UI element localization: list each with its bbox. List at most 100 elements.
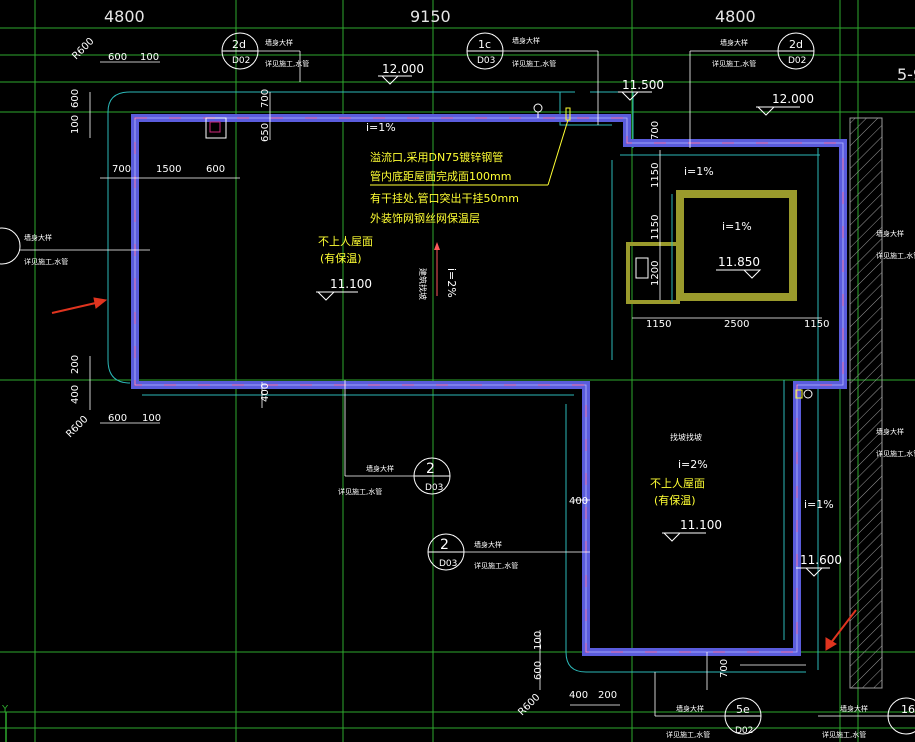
svg-text:D03: D03 xyxy=(477,56,495,66)
svg-text:墙身大样: 墙身大样 xyxy=(676,704,704,713)
axis-dim-3: 4800 xyxy=(715,7,756,26)
roof-label-1-line-2: (有保温) xyxy=(320,251,362,265)
svg-text:1c: 1c xyxy=(478,38,491,51)
svg-text:详见施工,水管: 详见施工,水管 xyxy=(822,730,866,739)
slope-3: i=1% xyxy=(722,220,752,233)
detail-bubbles: 2d D02 墙身大样 详见施工,水管 1c D03 墙身大样 详见施工,水管 … xyxy=(221,32,915,739)
detail-bubble-2: 1c D03 墙身大样 详见施工,水管 xyxy=(466,32,599,125)
svg-text:墙身大样: 墙身大样 xyxy=(265,38,293,47)
svg-text:墙身大样: 墙身大样 xyxy=(840,704,868,713)
slope-1: i=1% xyxy=(366,121,396,134)
slope-4: i=2% xyxy=(445,268,458,298)
dim-400-mid: 400 xyxy=(260,383,271,402)
dim-400-inner: 400 xyxy=(569,496,588,507)
svg-text:12.000: 12.000 xyxy=(382,62,424,76)
svg-text:5e: 5e xyxy=(736,703,750,716)
dim-left-600: 600 xyxy=(70,89,81,108)
elevation-12000-a: 12.000 xyxy=(378,62,424,85)
dim-bot-2500: 2500 xyxy=(724,319,749,330)
dim-1150-v1: 1150 xyxy=(650,163,661,188)
svg-text:11.850: 11.850 xyxy=(718,255,760,269)
dim-200-left: 200 xyxy=(70,355,81,374)
elevation-markers: 12.000 11.500 12.000 11.850 11.100 11.10… xyxy=(316,62,842,577)
dim-bot-1150-r: 1150 xyxy=(804,319,829,330)
axis-dimensions: 4800 9150 4800 5-9 xyxy=(104,7,915,84)
right-note-1-line-2: 详见施工,水管 xyxy=(876,251,915,260)
detail-bubble-5: 2 D03 墙身大样 详见施工,水管 xyxy=(427,533,590,571)
svg-text:详见施工,水管: 详见施工,水管 xyxy=(712,59,756,68)
roof-label-2-line-3: (有保温) xyxy=(654,493,696,507)
svg-text:2d: 2d xyxy=(232,38,246,51)
roof-edge-lines xyxy=(107,91,820,673)
slope-6: i=1% xyxy=(804,498,834,511)
dim-200-br: 200 xyxy=(598,690,617,701)
left-edge-notes: 墙身大样 详见施工,水管 xyxy=(0,227,150,266)
dim-row-700: 700 xyxy=(112,164,131,175)
svg-text:详见施工,水管: 详见施工,水管 xyxy=(338,487,382,496)
elevation-11600: 11.600 xyxy=(796,553,842,577)
axis-dim-2: 9150 xyxy=(410,7,451,26)
dim-650: 650 xyxy=(260,123,271,142)
svg-text:墙身大样: 墙身大样 xyxy=(474,540,502,549)
axis-dim-1: 4800 xyxy=(104,7,145,26)
dim-400-br: 400 xyxy=(569,690,588,701)
dim-1150-v2: 1150 xyxy=(650,215,661,240)
parapet-wall xyxy=(131,114,847,656)
dimension-lines xyxy=(89,61,822,706)
vertical-note: 建筑找坡 xyxy=(418,268,428,300)
svg-text:2: 2 xyxy=(426,461,435,477)
svg-text:D03: D03 xyxy=(425,483,443,493)
dim-left-100: 100 xyxy=(70,115,81,134)
overflow-note-line-4: 外装饰网钢丝网保温层 xyxy=(370,211,480,225)
slope-5: i=2% xyxy=(678,458,708,471)
dim-600-br: 600 xyxy=(533,661,544,680)
svg-text:详见施工,水管: 详见施工,水管 xyxy=(265,59,309,68)
dim-1200: 1200 xyxy=(650,261,661,286)
svg-text:详见施工,水管: 详见施工,水管 xyxy=(512,59,556,68)
slope-2: i=1% xyxy=(684,165,714,178)
overflow-note: 溢流口,采用DN75镀锌钢管 管内底距屋面完成面100mm 有干挂处,管口突出干… xyxy=(370,150,519,225)
elevation-11500: 11.500 xyxy=(618,78,664,101)
svg-text:16: 16 xyxy=(901,703,915,716)
right-note-2-line-1: 墙身大样 xyxy=(876,427,904,436)
roof-labels: 不上人屋面 (有保温) 找坡找坡 不上人屋面 (有保温) 建筑找坡 xyxy=(318,235,705,507)
svg-text:墙身大样: 墙身大样 xyxy=(366,464,394,473)
svg-text:2: 2 xyxy=(440,537,449,553)
axis-label-right: 5-9 xyxy=(897,65,915,84)
dim-row-1500: 1500 xyxy=(156,164,181,175)
dim-row-600: 600 xyxy=(206,164,225,175)
slope-labels: i=1% i=1% i=1% i=2% i=2% i=1% xyxy=(366,121,834,511)
dim-700-br: 700 xyxy=(719,659,730,678)
dim-100-br: 100 xyxy=(533,631,544,650)
svg-text:12.000: 12.000 xyxy=(772,92,814,106)
dim-top-100: 100 xyxy=(140,52,159,63)
detail-bubble-1: 2d D02 墙身大样 详见施工,水管 xyxy=(221,32,309,82)
roof-devices xyxy=(205,103,813,399)
red-arrows xyxy=(51,297,857,651)
svg-text:D02: D02 xyxy=(788,56,806,66)
dim-700-b: 700 xyxy=(650,121,661,140)
svg-text:墙身大样: 墙身大样 xyxy=(512,36,540,45)
right-note-2-line-2: 详见施工,水管 xyxy=(876,449,915,458)
svg-text:详见施工,水管: 详见施工,水管 xyxy=(474,561,518,570)
svg-text:D02: D02 xyxy=(232,56,250,66)
svg-text:D03: D03 xyxy=(439,559,457,569)
dim-bot-1150-l: 1150 xyxy=(646,319,671,330)
right-edge-notes: 墙身大样 详见施工,水管 墙身大样 详见施工,水管 xyxy=(876,229,915,458)
left-note-line-2: 详见施工,水管 xyxy=(24,257,68,266)
elevation-11100-a: 11.100 xyxy=(316,277,372,301)
overflow-note-line-1: 溢流口,采用DN75镀锌钢管 xyxy=(370,150,503,164)
svg-text:11.100: 11.100 xyxy=(680,518,722,532)
elevation-12000-b: 12.000 xyxy=(756,92,814,116)
dim-100-left: 100 xyxy=(142,413,161,424)
detail-bubble-6: 5e D02 墙身大样 详见施工,水管 xyxy=(654,672,762,739)
svg-text:11.600: 11.600 xyxy=(800,553,842,567)
svg-text:11.100: 11.100 xyxy=(330,277,372,291)
hatched-wall xyxy=(849,117,883,689)
detail-bubble-4: 2 D03 墙身大样 详见施工,水管 xyxy=(338,380,451,496)
overflow-note-leader xyxy=(370,119,569,186)
dim-400-left: 400 xyxy=(70,385,81,404)
detail-bubble-3: 2d D02 墙身大样 详见施工,水管 xyxy=(689,32,815,148)
